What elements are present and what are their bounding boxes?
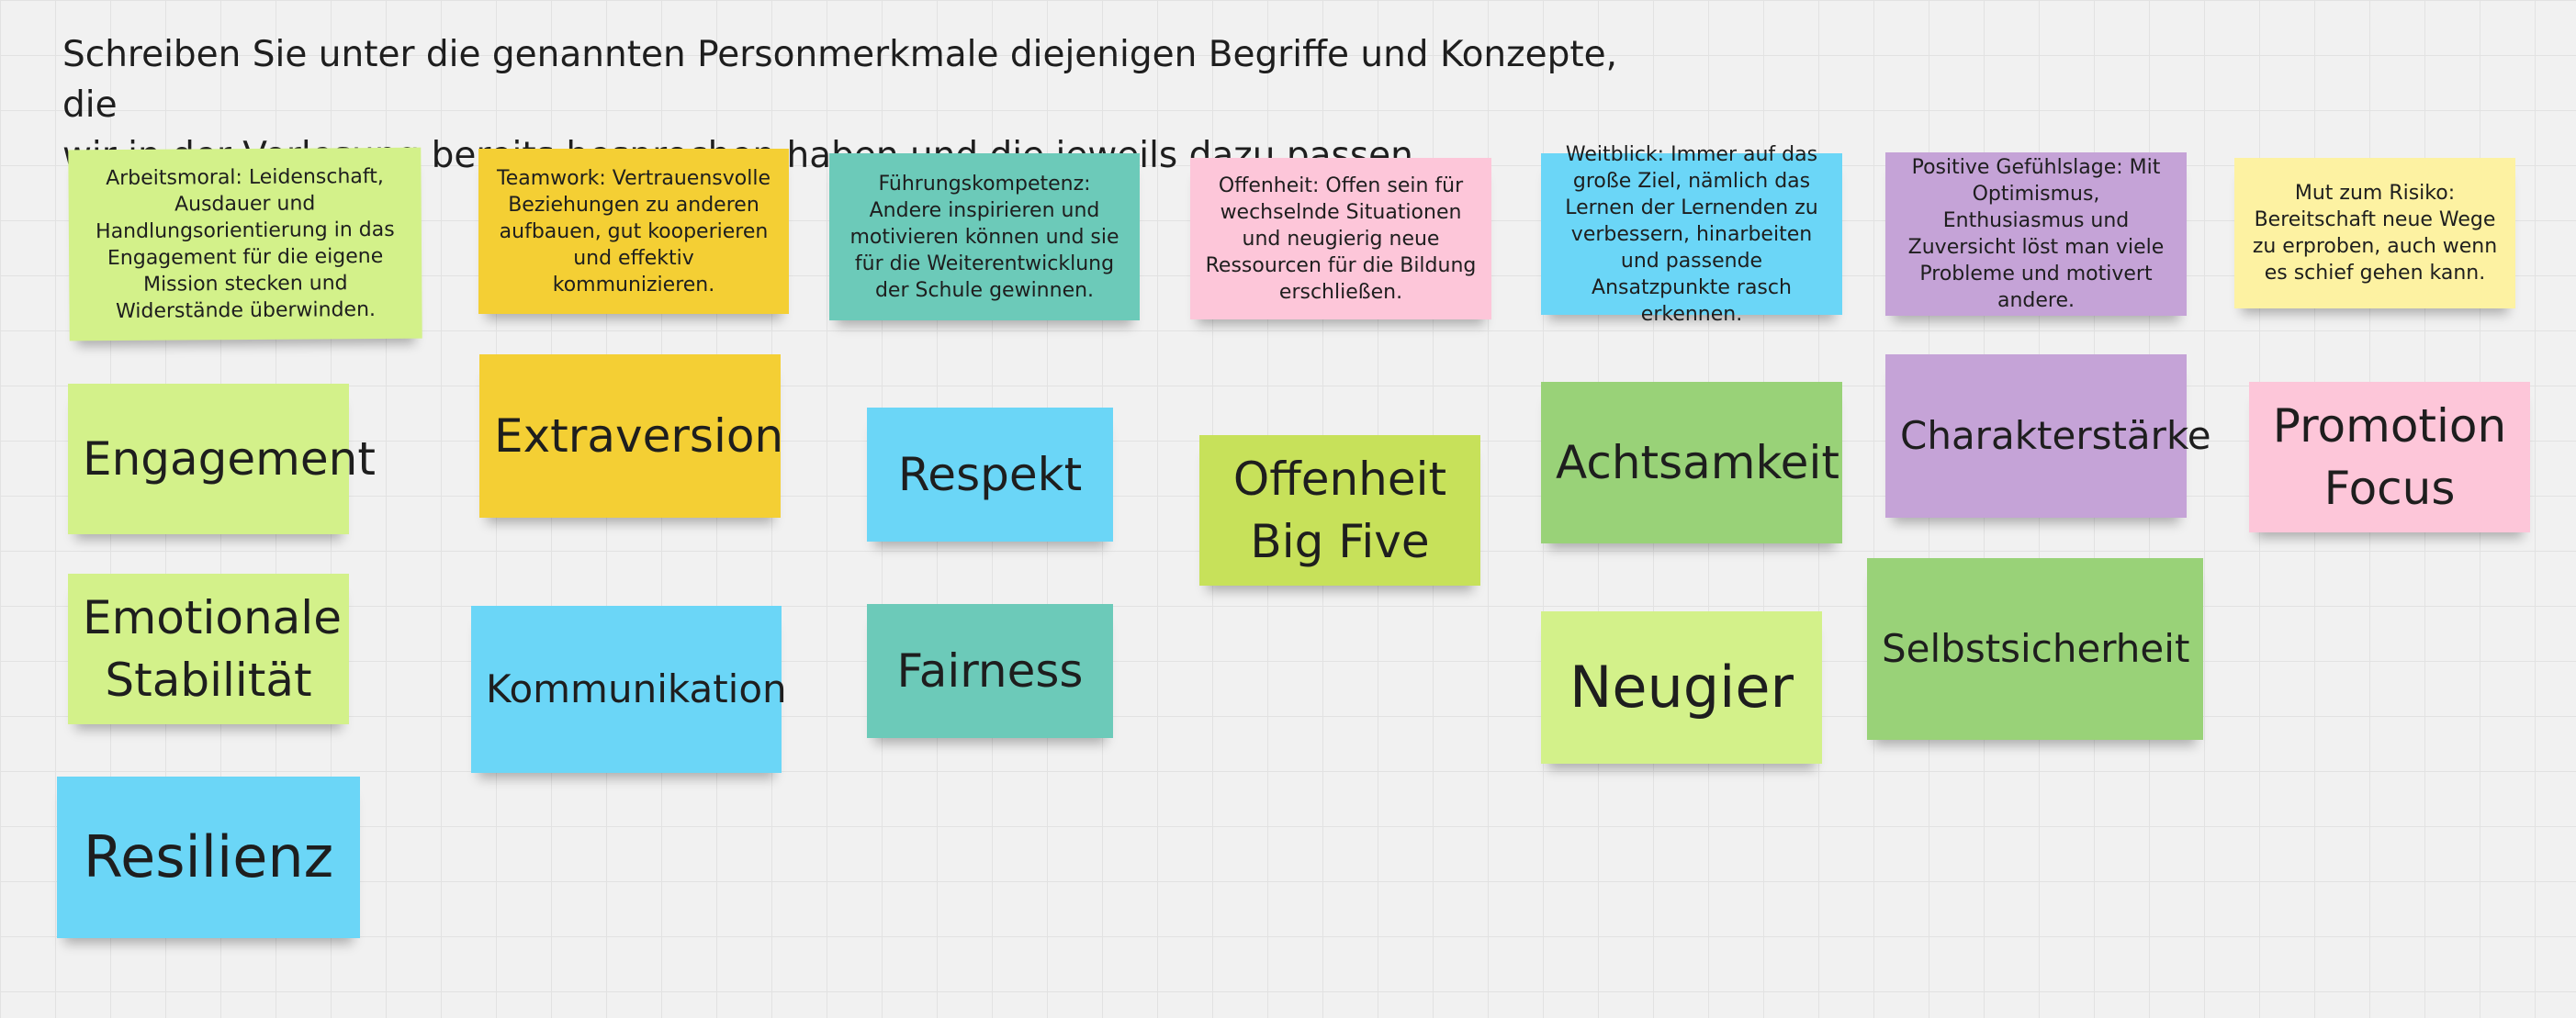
sticky-note-emotionale-stabilitaet[interactable]: Emotionale Stabilität — [68, 574, 349, 724]
sticky-note-charakterstaerke[interactable]: Charakterstärke — [1885, 354, 2211, 518]
sticky-note-neugier[interactable]: Neugier — [1541, 611, 1822, 764]
sticky-note-achtsamkeit[interactable]: Achtsamkeit — [1541, 382, 1842, 543]
sticky-note-arbeitsmoral[interactable]: Arbeitsmoral: Leidenschaft, Ausdauer und… — [68, 147, 422, 341]
sticky-note-fairness[interactable]: Fairness — [867, 604, 1113, 738]
sticky-note-offenheit[interactable]: Offenheit: Offen sein für wechselnde Sit… — [1190, 158, 1491, 319]
sticky-note-extraversion[interactable]: Extraversion — [479, 354, 783, 518]
sticky-note-offenheit-big-five[interactable]: Offenheit Big Five — [1199, 435, 1480, 586]
sticky-note-weitblick[interactable]: Weitblick: Immer auf das große Ziel, näm… — [1541, 143, 1842, 326]
sticky-note-teamwork[interactable]: Teamwork: Vertrauensvolle Beziehungen zu… — [478, 149, 789, 314]
sticky-note-promotion-focus[interactable]: Promotion Focus — [2249, 382, 2530, 532]
sticky-note-engagement[interactable]: Engagement — [68, 384, 376, 534]
sticky-note-kommunikation[interactable]: Kommunikation — [471, 606, 787, 773]
instruction-line-1: Schreiben Sie unter die genannten Person… — [62, 34, 1618, 126]
sticky-note-positive-gefuehlslage[interactable]: Positive Gefühlslage: Mit Optimismus, En… — [1885, 152, 2187, 316]
sticky-note-selbstsicherheit[interactable]: Selbstsicherheit — [1867, 558, 2203, 740]
sticky-note-mut-zum-risiko[interactable]: Mut zum Risiko: Bereitschaft neue Wege z… — [2234, 158, 2515, 308]
sticky-note-respekt[interactable]: Respekt — [867, 408, 1113, 542]
sticky-note-resilienz[interactable]: Resilienz — [57, 777, 360, 938]
sticky-note-fuehrungskompetenz[interactable]: Führungskompetenz: Andere inspirieren un… — [829, 153, 1140, 320]
